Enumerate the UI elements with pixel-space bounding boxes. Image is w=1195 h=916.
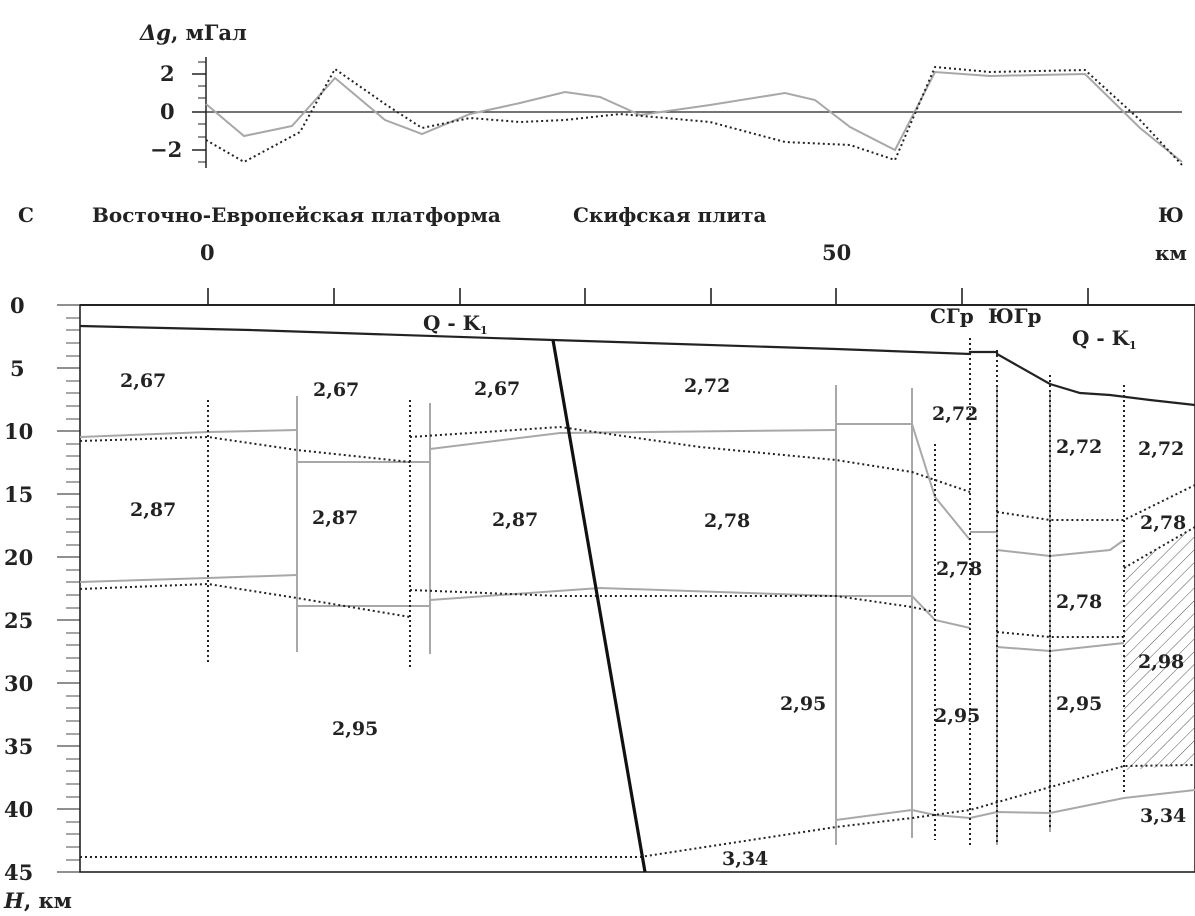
south-label: Ю [1158,203,1184,227]
density-label: 2,67 [474,378,520,400]
density-label: 2,72 [932,403,978,425]
yugr-label: ЮГр [988,304,1042,328]
main-fault-line [551,339,647,873]
gravity-minor-ticks [198,61,206,163]
density-label: 2,67 [120,370,166,392]
depth-axis-title: H, км [3,888,72,913]
density-label: 2,72 [1138,438,1184,460]
density-label: 2,78 [936,558,982,580]
section-labels: Q - K1 Q - K1 СГр ЮГр 2,67 2,67 2,67 2,7… [120,304,1186,870]
block-boundaries-gray [79,423,1195,821]
distance-unit-label: км [1155,241,1187,265]
density-label: 2,98 [1138,651,1184,673]
distance-ticks [207,288,1089,305]
depth-tick-25: 25 [4,608,33,633]
gravity-model-curve [205,65,1183,166]
density-label: 2,95 [934,705,980,727]
north-label: С [18,203,34,227]
density-label: 2,72 [1056,436,1102,458]
depth-tick-15: 15 [4,482,33,507]
distance-tick-0: 0 [200,240,215,265]
sgr-label: СГр [930,304,974,328]
gravity-axis-label: Δg, мГал [139,20,247,45]
gravity-tick-0: 0 [160,99,175,124]
region-east-label: Скифская плита [573,203,767,227]
depth-tick-30: 30 [4,671,33,696]
density-label: 2,95 [332,718,378,740]
model-separators-dotted [207,338,1125,845]
depth-tick-0: 0 [10,293,25,318]
depth-tick-45: 45 [4,860,33,885]
depth-tick-40: 40 [4,797,33,822]
qk-left-label: Q - K1 [423,311,488,337]
density-label: 2,78 [1140,512,1186,534]
density-label: 2,78 [704,510,750,532]
density-label: 2,87 [130,499,176,521]
density-label: 2,87 [492,509,538,531]
gravity-observed-curve [205,70,1183,163]
qk-right-label: Q - K1 [1072,326,1137,352]
depth-tick-5: 5 [10,356,25,381]
region-west-label: Восточно-Европейская платформа [92,203,501,227]
gravity-tick-neg2: −2 [150,137,182,162]
density-label: 3,34 [1140,805,1186,827]
hatched-block [1124,527,1195,770]
density-label: 2,72 [684,375,730,397]
density-section: 0 5 10 15 20 25 30 35 40 45 H, км [3,288,1195,913]
gravity-panel: Δg, мГал 2 0 −2 [139,20,1183,168]
density-label: 2,67 [313,379,359,401]
depth-tick-20: 20 [4,545,33,570]
density-label: 2,95 [780,693,826,715]
density-label: 2,95 [1056,693,1102,715]
model-boundaries-dotted [79,425,1195,858]
depth-tick-10: 10 [4,419,33,444]
depth-minor-ticks [66,317,80,861]
sediment-base-line [79,324,1195,407]
depth-ticks [57,304,80,873]
profile-header: С Восточно-Европейская платформа Скифска… [18,203,1187,265]
depth-axis-labels: 0 5 10 15 20 25 30 35 40 45 [4,293,33,885]
density-label: 2,87 [312,507,358,529]
density-label: 2,78 [1056,591,1102,613]
gravity-tick-2: 2 [160,61,175,86]
distance-tick-50: 50 [822,240,851,265]
density-label: 3,34 [722,848,768,870]
depth-tick-35: 35 [4,734,33,759]
